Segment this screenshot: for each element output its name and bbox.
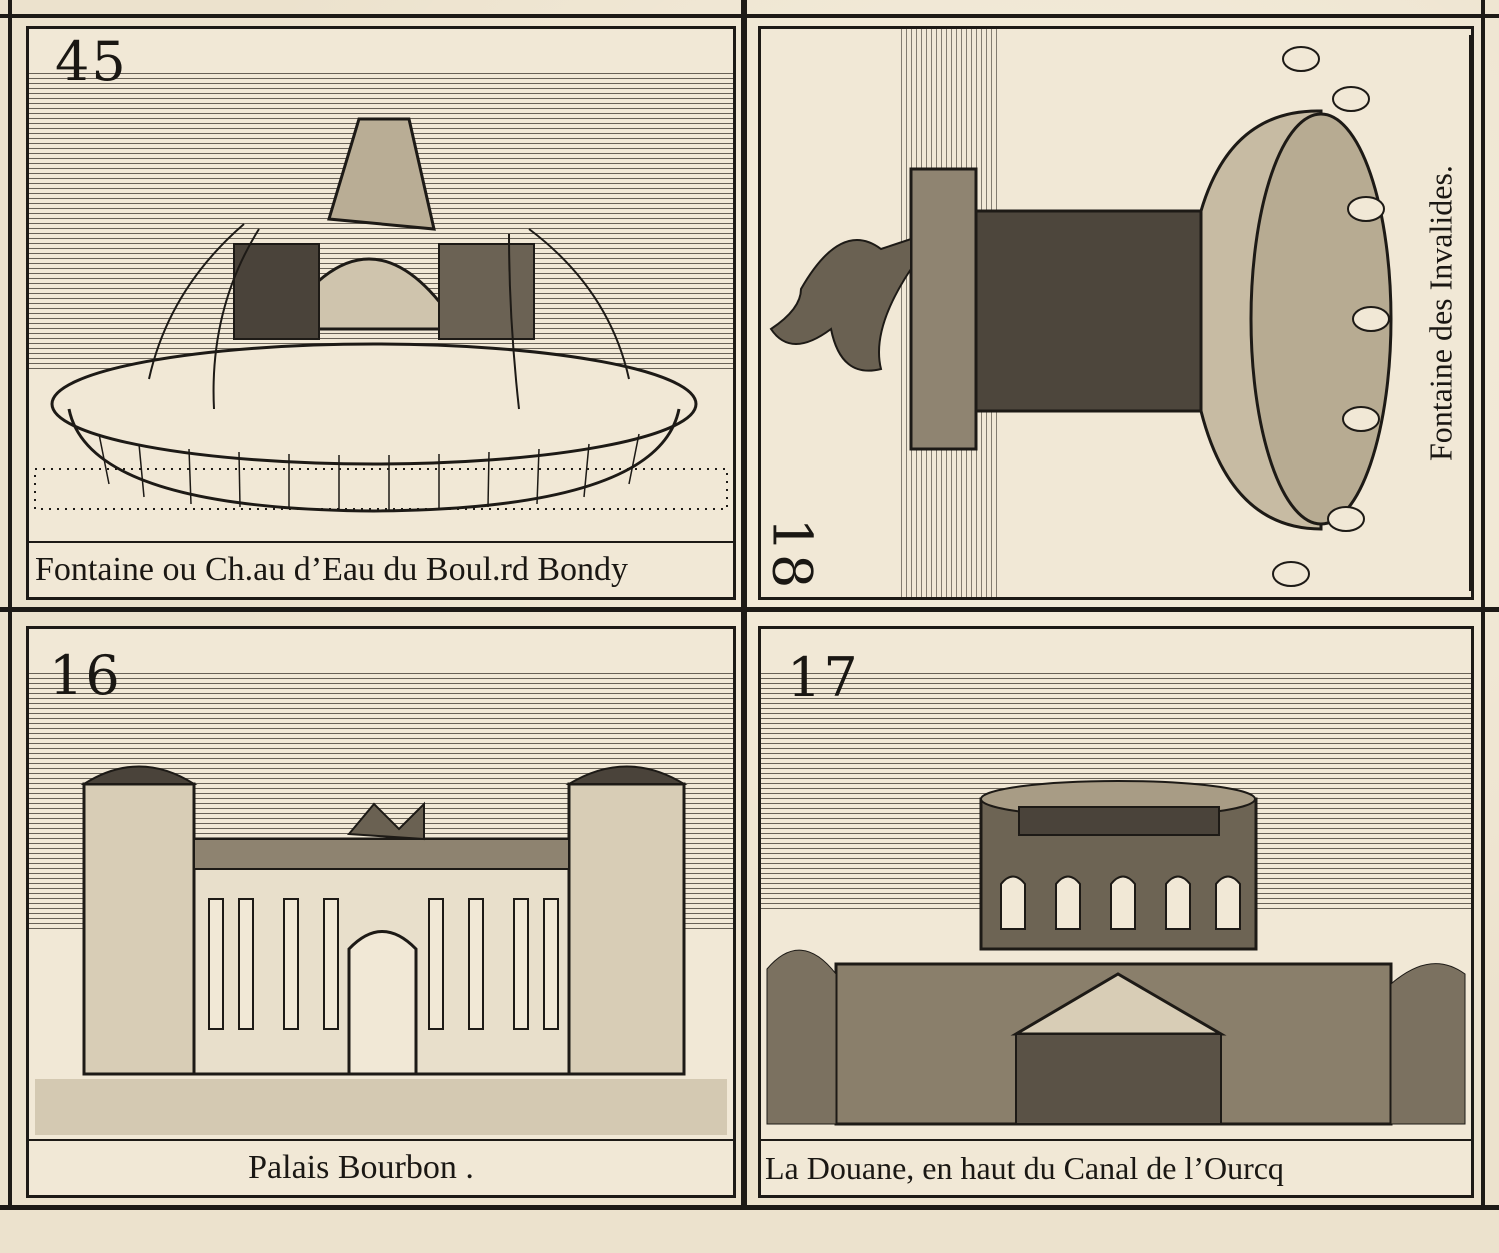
top-rule [0, 14, 1499, 18]
right-rule [1481, 0, 1485, 1210]
plate-la-douane: 17 La Douane, en haut du Canal de l’Ourc… [758, 626, 1474, 1198]
plate-fontaine-bondy: 45 Fontaine ou Ch.au d’Eau du Boul.rd Bo… [26, 26, 736, 600]
plate-number: 16 [49, 644, 122, 707]
fountain-invalides-illustration [769, 35, 1467, 591]
plate-fontaine-invalides: 18 Fontaine des Invalides. [758, 26, 1474, 600]
plate-number: 17 [787, 646, 860, 709]
left-rule [8, 0, 12, 1210]
plate-caption: Palais Bourbon . [29, 1139, 733, 1195]
plate-number: 45 [55, 30, 128, 93]
palais-bourbon-illustration [35, 765, 727, 1135]
plate-caption: Fontaine des Invalides. [1413, 35, 1471, 591]
middle-rule [0, 607, 1499, 612]
la-douane-illustration [766, 780, 1466, 1126]
plate-palais-bourbon: 16 Palais Bourbon . [26, 626, 736, 1198]
fountain-illustration [34, 117, 728, 513]
plate-caption: La Douane, en haut du Canal de l’Ourcq [761, 1139, 1471, 1195]
plate-number: 18 [760, 517, 824, 591]
plate-caption: Fontaine ou Ch.au d’Eau du Boul.rd Bondy [29, 541, 733, 597]
bottom-rule [0, 1205, 1499, 1210]
center-rule [741, 0, 747, 1210]
